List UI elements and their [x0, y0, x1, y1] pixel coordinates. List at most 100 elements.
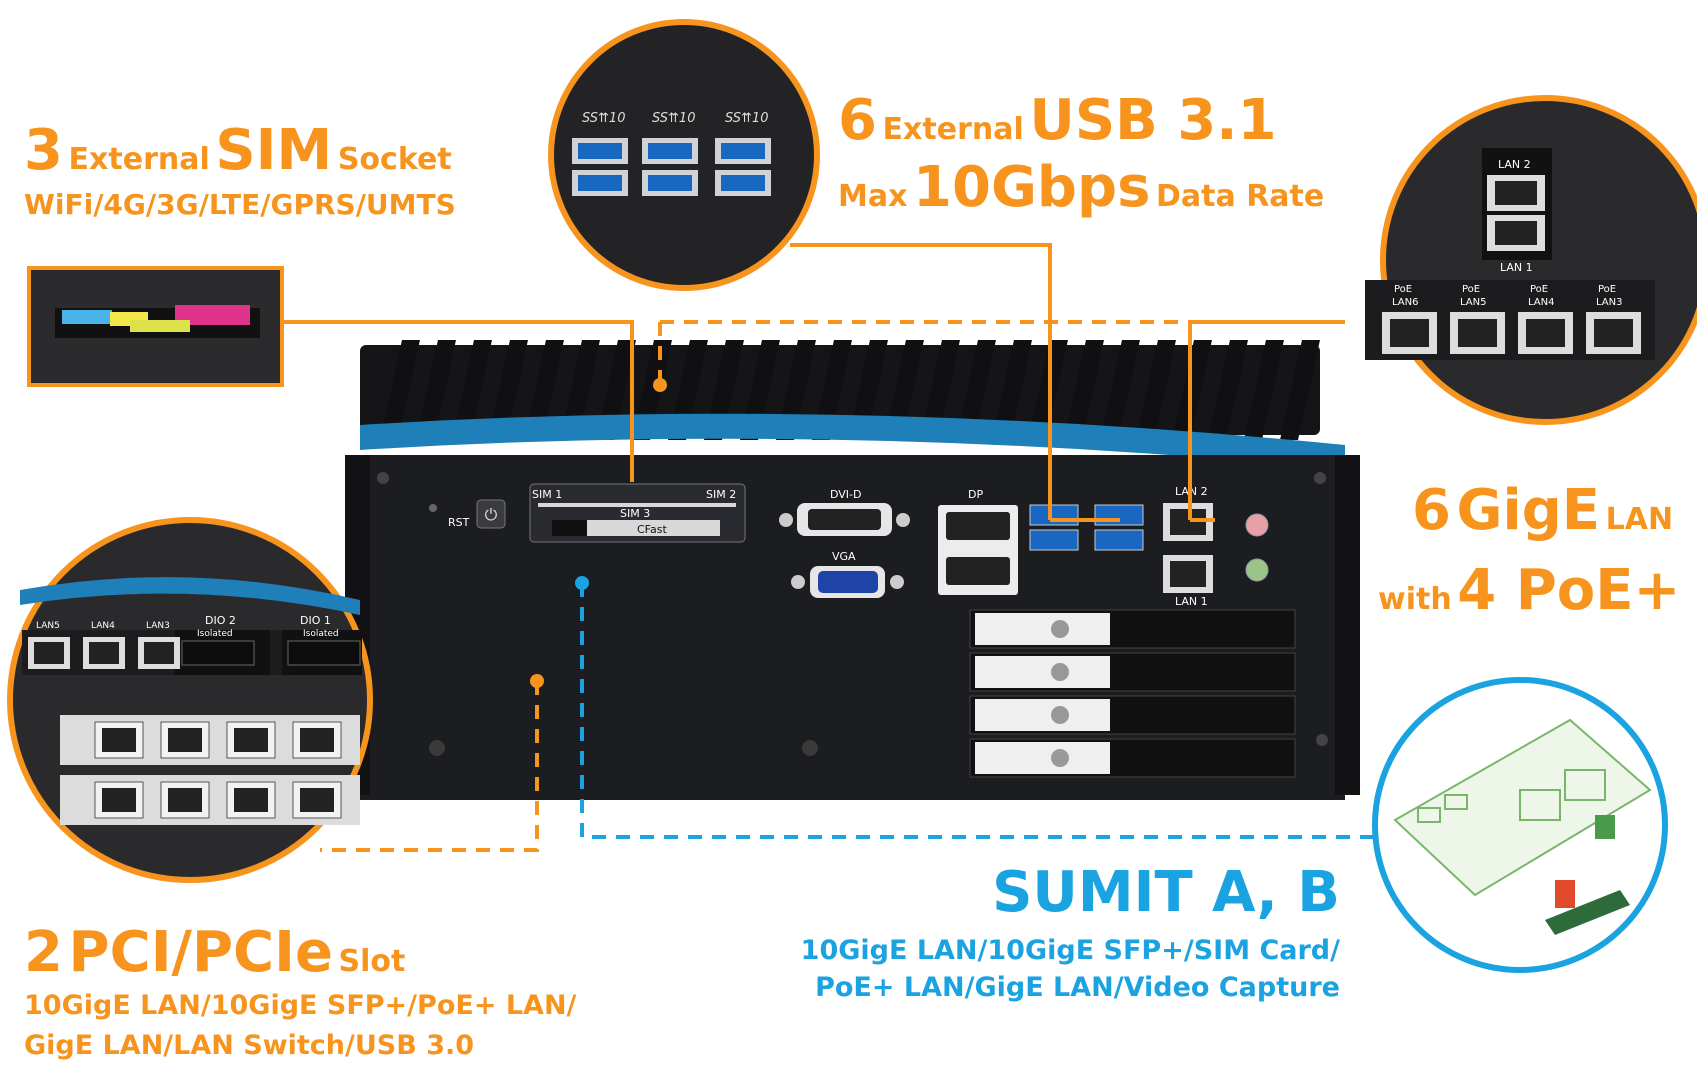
- heatsink-fin: [380, 340, 420, 440]
- heatsink-fin: [524, 340, 564, 440]
- pci-lan-port-socket: [300, 788, 334, 812]
- sim-word-external: External: [68, 142, 210, 177]
- dio-connector: [181, 640, 255, 666]
- pci-zone-lan-socket: [144, 642, 174, 664]
- usb-heading: 6 External USB 3.1: [838, 88, 1277, 153]
- poe-lan-port-socket: [1594, 319, 1633, 347]
- dp-label: DP: [968, 488, 983, 501]
- sim-socket-inset: [27, 266, 284, 387]
- pci-lan-port-socket: [300, 728, 334, 752]
- sumit-heading: SUMIT A, B: [992, 860, 1340, 925]
- heatsink-fin: [488, 340, 528, 440]
- heatsink-fin: [1208, 340, 1248, 440]
- vga-label: VGA: [832, 550, 856, 563]
- lan-word-lan: LAN: [1605, 502, 1674, 537]
- usb-word-external: External: [882, 112, 1024, 147]
- accent-stripe: [360, 413, 1345, 470]
- sim-subtitle: WiFi/4G/3G/LTE/GPRS/UMTS: [24, 188, 456, 221]
- heatsink-fin: [920, 340, 960, 440]
- heatsink-fin: [1244, 340, 1284, 440]
- lan-count: 6: [1412, 478, 1451, 543]
- sim3-label: SIM 3: [620, 507, 650, 520]
- poe-port-label: LAN6: [1392, 297, 1418, 308]
- sim2-label: SIM 2: [706, 488, 736, 501]
- poe-port-label: LAN4: [1528, 297, 1554, 308]
- dio1-label: DIO 1: [300, 614, 331, 627]
- usb-word-data-rate: Data Rate: [1156, 179, 1325, 214]
- poe-lan-port-socket: [1390, 319, 1429, 347]
- usb-port-tongue: [721, 143, 765, 159]
- pci-word-pci: PCI/PCIe: [68, 920, 333, 985]
- sumit-subtitle-2: PoE+ LAN/GigE LAN/Video Capture: [815, 972, 1340, 1003]
- poe-lan-port-socket: [1526, 319, 1565, 347]
- pci-lan-port-socket: [168, 788, 202, 812]
- cfast-label: CFast: [637, 523, 667, 536]
- usb-ss10-logo: SS⇈10: [582, 111, 625, 126]
- poe-port-label: LAN3: [1596, 297, 1622, 308]
- sim-word-sim: SIM: [215, 118, 333, 183]
- pci-lan-port-socket: [234, 728, 268, 752]
- poe-tag: PoE: [1462, 284, 1480, 295]
- pci-lan-port-socket: [234, 788, 268, 812]
- pci-lan-port-socket: [102, 788, 136, 812]
- heatsink-fin: [1100, 340, 1140, 440]
- drive-trays: [969, 609, 1296, 778]
- sumit-subtitle-1: 10GigE LAN/10GigE SFP+/SIM Card/: [800, 935, 1340, 966]
- pci-subtitle-2: GigE LAN/LAN Switch/USB 3.0: [24, 1030, 475, 1061]
- line-out-jack: [1245, 558, 1269, 582]
- heatsink-fin: [1136, 340, 1176, 440]
- dio-isolated-label: Isolated: [197, 629, 233, 639]
- usb-word-max: Max: [838, 179, 908, 214]
- usb-port-grid: SS⇈10 SS⇈10 SS⇈10: [572, 111, 771, 196]
- pci-zone-lan-socket: [34, 642, 64, 664]
- pci-heading: 2 PCI/PCIe Slot: [24, 920, 405, 985]
- pci-zoom-circle: [7, 517, 373, 883]
- pci-zone-lan-label: LAN3: [146, 621, 170, 631]
- lan-subheading: with 4 PoE+: [1378, 558, 1680, 623]
- poe-tag: PoE: [1530, 284, 1548, 295]
- pci-lan-port-socket: [168, 728, 202, 752]
- rst-button[interactable]: [429, 504, 437, 512]
- usb-speed: 10Gbps: [913, 155, 1151, 220]
- pci-word-slot: Slot: [338, 944, 406, 979]
- lan2-zoom-label: LAN 2: [1498, 158, 1531, 171]
- lan-word-with: with: [1378, 582, 1452, 617]
- dvi-port: DVI-D: [779, 488, 910, 536]
- pci-lan-port-socket: [102, 728, 136, 752]
- lan-word-gige: GigE: [1456, 478, 1601, 543]
- lan-zoom-circle: LAN 2 LAN 1: [1365, 95, 1697, 425]
- power-button[interactable]: ⏻: [476, 499, 506, 529]
- vga-port: VGA: [791, 550, 904, 598]
- pci-zone-lan-label: LAN4: [91, 621, 115, 631]
- usb-word-usb: USB 3.1: [1029, 88, 1277, 153]
- dio-connector: [287, 640, 361, 666]
- lan-heading: 6 GigE LAN: [1412, 478, 1673, 543]
- lan-poe-count: 4 PoE+: [1457, 558, 1681, 623]
- sim-count: 3: [24, 118, 63, 183]
- lan1-zoom-label: LAN 1: [1500, 261, 1533, 274]
- pci-subtitle-1: 10GigE LAN/10GigE SFP+/PoE+ LAN/: [24, 990, 577, 1021]
- rst-label: RST: [448, 516, 470, 529]
- heatsink-fin: [992, 340, 1032, 440]
- heatsink-fin: [884, 340, 924, 440]
- usb-port-tongue: [648, 143, 692, 159]
- heatsink-fin: [1064, 340, 1104, 440]
- sim1-label: SIM 1: [532, 488, 562, 501]
- dio-isolated-label: Isolated: [303, 629, 339, 639]
- heatsink-fin: [560, 340, 600, 440]
- heatsink-fin: [956, 340, 996, 440]
- pci-zone-lan-label: LAN5: [36, 621, 60, 631]
- usb-port-tongue: [648, 175, 692, 191]
- usb-ss10-logo: SS⇈10: [725, 111, 768, 126]
- heatsink-fin: [848, 340, 888, 440]
- heatsink-fin: [1280, 340, 1320, 440]
- sim-word-socket: Socket: [337, 142, 452, 177]
- svg-text:⏻: ⏻: [485, 505, 498, 524]
- connector-lines: [282, 243, 1345, 852]
- usb-port-tongue: [578, 175, 622, 191]
- usb-ss10-logo: SS⇈10: [652, 111, 695, 126]
- displayport-ports: DP: [938, 488, 1018, 595]
